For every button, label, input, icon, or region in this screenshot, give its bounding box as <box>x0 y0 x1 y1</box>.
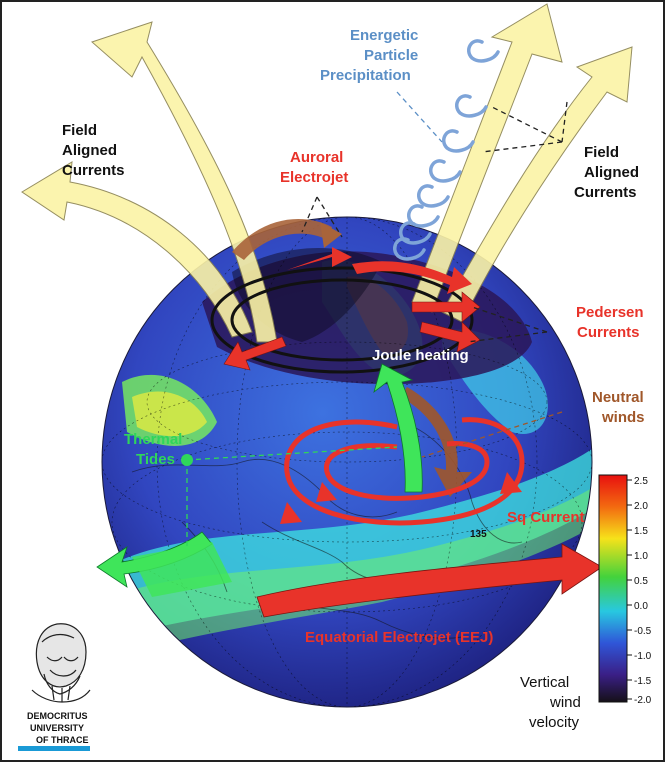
svg-text:Auroral: Auroral <box>290 149 343 166</box>
colorbar-title: Vertical wind velocity <box>520 674 581 731</box>
label-eej: Equatorial Electrojet (EEJ) <box>305 629 493 646</box>
equatorial-electrojet-arrow <box>256 543 603 618</box>
svg-text:UNIVERSITY: UNIVERSITY <box>30 723 84 733</box>
colorbar-ticks: 2.5 2.0 1.5 1.0 0.5 0.0 -0.5 -1.0 -1.5 -… <box>627 476 652 706</box>
label-sq-current: Sq Current <box>507 509 585 526</box>
svg-text:velocity: velocity <box>529 714 580 731</box>
svg-text:1.0: 1.0 <box>634 551 648 562</box>
university-logo: DEMOCRITUS UNIVERSITY OF THRACE <box>18 623 91 751</box>
joule-heating-label: Joule heating <box>372 347 469 364</box>
svg-text:Neutral: Neutral <box>592 389 644 406</box>
svg-text:0.0: 0.0 <box>634 601 648 612</box>
map-number: 135 <box>470 529 487 540</box>
svg-text:Pedersen: Pedersen <box>576 304 644 321</box>
label-pedersen-currents: Pedersen Currents <box>576 304 644 341</box>
field-aligned-current-arrows <box>21 3 633 343</box>
leader-lines <box>301 101 568 343</box>
svg-text:Currents: Currents <box>62 162 125 179</box>
sq-arrowheads <box>280 472 522 524</box>
democritus-bust-icon <box>31 623 91 703</box>
auroral-oval <box>210 266 474 374</box>
label-fac-right: Field Aligned Currents <box>574 144 639 201</box>
sq-current-loops <box>284 417 525 526</box>
svg-text:Vertical: Vertical <box>520 674 569 691</box>
logo-underline-bar <box>18 746 90 751</box>
svg-text:1.5: 1.5 <box>634 526 648 537</box>
svg-text:Electrojet: Electrojet <box>280 169 348 186</box>
svg-text:Currents: Currents <box>574 184 637 201</box>
label-thermal-tides: Thermal Tides <box>124 431 182 468</box>
svg-text:OF THRACE: OF THRACE <box>36 735 89 745</box>
label-fac-left: Field Aligned Currents <box>62 122 125 179</box>
svg-text:Field: Field <box>62 122 97 139</box>
label-neutral-winds: Neutral winds <box>592 389 645 426</box>
neutral-winds-leader <box>421 411 563 458</box>
svg-text:Tides: Tides <box>136 451 175 468</box>
svg-text:Thermal: Thermal <box>124 431 182 448</box>
svg-text:Aligned: Aligned <box>584 164 639 181</box>
auroral-electrojet-arrows <box>232 219 472 294</box>
svg-text:-1.5: -1.5 <box>634 676 652 687</box>
svg-text:DEMOCRITUS: DEMOCRITUS <box>27 711 88 721</box>
svg-text:2.5: 2.5 <box>634 476 648 487</box>
pedersen-current-arrows <box>223 291 481 371</box>
label-energetic-precipitation: Energetic Particle Precipitation <box>320 27 418 84</box>
thermal-tides-arrows <box>96 363 423 597</box>
svg-text:Particle: Particle <box>364 47 418 64</box>
svg-text:-2.0: -2.0 <box>634 695 652 706</box>
neutral-wind-arrows <box>400 387 472 497</box>
svg-text:-1.0: -1.0 <box>634 651 652 662</box>
svg-text:winds: winds <box>601 409 645 426</box>
svg-text:Field: Field <box>584 144 619 161</box>
svg-text:-0.5: -0.5 <box>634 626 652 637</box>
precipitation-leader <box>396 91 443 143</box>
svg-text:wind: wind <box>549 694 581 711</box>
svg-text:0.5: 0.5 <box>634 576 648 587</box>
svg-text:Aligned: Aligned <box>62 142 117 159</box>
svg-text:Energetic: Energetic <box>350 27 418 44</box>
particle-precipitation-helix <box>393 39 500 261</box>
svg-text:Precipitation: Precipitation <box>320 67 411 84</box>
svg-text:Currents: Currents <box>577 324 640 341</box>
label-auroral-electrojet: Auroral Electrojet <box>280 149 348 186</box>
thermal-tides-leader <box>181 446 398 550</box>
svg-text:2.0: 2.0 <box>634 501 648 512</box>
colorbar: 2.5 2.0 1.5 1.0 0.5 0.0 -0.5 -1.0 -1.5 -… <box>520 474 652 731</box>
